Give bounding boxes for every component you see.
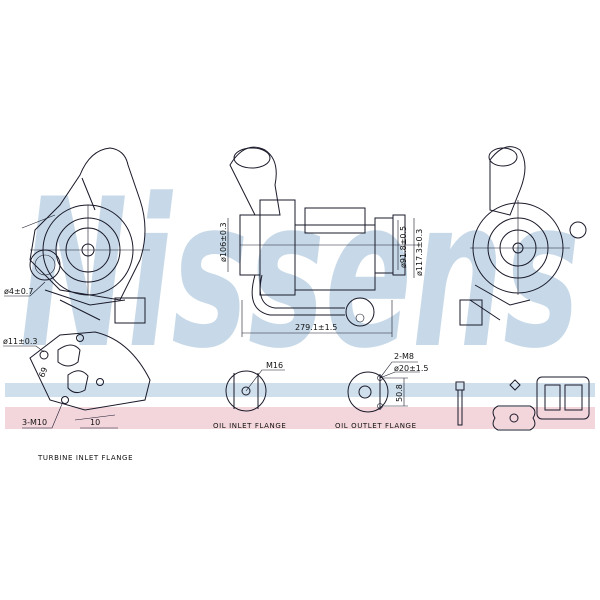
oil-outlet-flange-caption: OIL OUTLET FLANGE bbox=[335, 422, 417, 430]
turbine-inlet-flange: ø11±0.3 69 10 3-M10 TURBINE INLET FLANGE bbox=[3, 331, 151, 462]
dim-inlet-diameter: ø106±0.3 bbox=[219, 222, 228, 262]
right-view bbox=[459, 146, 587, 326]
watermark-text: Nissens bbox=[20, 156, 580, 394]
oil-inlet-thread: M16 bbox=[266, 361, 283, 370]
dim-hole-diameter: ø11±0.3 bbox=[3, 337, 38, 346]
dim-outlet-inner: ø91.8±0.5 bbox=[399, 226, 408, 268]
dim-overall-length: 279.1±1.5 bbox=[295, 323, 337, 332]
watermark-band-pink bbox=[5, 407, 595, 429]
oil-outlet-bore: ø20±1.5 bbox=[394, 364, 429, 373]
center-view: ø106±0.3 279.1±1.5 ø91.8±0.5 ø117.3±0.3 bbox=[219, 146, 424, 337]
dim-outlet-outer: ø117.3±0.3 bbox=[415, 229, 424, 276]
dim-flange-width: 10 bbox=[90, 418, 100, 427]
accessories bbox=[455, 376, 590, 431]
bolt-spec: 3-M10 bbox=[22, 418, 47, 427]
oil-inlet-flange-caption: OIL INLET FLANGE bbox=[213, 422, 286, 430]
oil-inlet-flange: M16 OIL INLET FLANGE bbox=[213, 361, 286, 430]
dim-flange-height: 69 bbox=[37, 366, 49, 379]
oil-outlet-spacing: 50.8 bbox=[395, 384, 404, 402]
dim-pipe-diameter: ø4±0.7 bbox=[4, 287, 33, 296]
oil-outlet-bolts: 2-M8 bbox=[394, 352, 414, 361]
left-view: ø4±0.7 bbox=[4, 147, 150, 324]
watermark-band-blue bbox=[5, 383, 595, 397]
oil-outlet-flange: 2-M8 ø20±1.5 50.8 OIL OUTLET FLANGE bbox=[335, 352, 429, 430]
turbine-inlet-flange-caption: TURBINE INLET FLANGE bbox=[37, 454, 133, 462]
watermark: Nissens bbox=[5, 156, 595, 429]
